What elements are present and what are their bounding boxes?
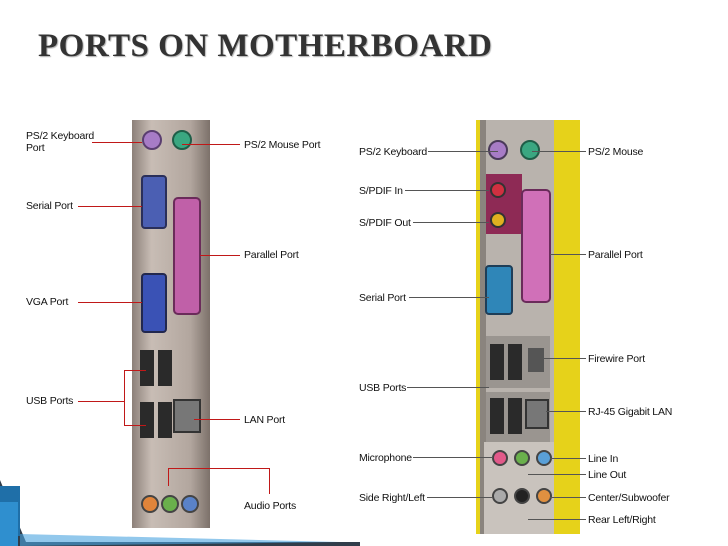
leader-audio-left	[168, 468, 169, 486]
microphone-jack-icon	[492, 450, 508, 466]
serial-port-icon	[141, 175, 167, 229]
leader-ps2-mouse	[182, 144, 240, 145]
left-motherboard-panel	[132, 120, 210, 528]
lan-port-icon	[173, 399, 201, 433]
ps2-mouse-port-icon	[172, 130, 192, 150]
usb-port-right-icon	[490, 344, 504, 380]
parallel-port-right-icon	[521, 189, 551, 303]
ps2-mouse-icon	[520, 140, 540, 160]
leader-r-spdif-in	[405, 190, 489, 191]
leader-r-line-out	[528, 474, 586, 475]
slide-title: PORTS ON MOTHERBOARD	[38, 28, 493, 64]
right-motherboard-panel	[476, 120, 580, 534]
label-r-rear-left-right: Rear Left/Right	[588, 514, 656, 526]
label-r-parallel-port: Parallel Port	[588, 249, 643, 261]
leader-ps2-keyboard	[92, 142, 142, 143]
leader-r-parallel	[550, 254, 586, 255]
label-r-center-subwoofer: Center/Subwoofer	[588, 492, 670, 504]
serial-port-right-icon	[485, 265, 513, 315]
leader-usb-top	[124, 370, 146, 371]
leader-audio-right	[269, 468, 270, 494]
leader-r-rear	[528, 519, 586, 520]
label-serial-port: Serial Port	[26, 200, 73, 212]
label-audio-ports: Audio Ports	[244, 500, 297, 512]
label-r-serial-port: Serial Port	[359, 292, 406, 304]
label-vga-port: VGA Port	[26, 296, 69, 308]
leader-r-firewire	[544, 358, 586, 359]
leader-r-ps2-keyboard	[428, 151, 498, 152]
leader-usb-bracket	[124, 370, 125, 426]
rj45-lan-port-icon	[525, 399, 549, 429]
audio-port-green-icon	[161, 495, 179, 513]
audio-port-blue-icon	[181, 495, 199, 513]
leader-vga	[78, 302, 142, 303]
label-r-spdif-out: S/PDIF Out	[359, 217, 411, 229]
label-parallel-port: Parallel Port	[244, 249, 299, 261]
audio-port-orange-icon	[141, 495, 159, 513]
footer-decoration	[0, 480, 360, 546]
label-r-line-out: Line Out	[588, 469, 627, 481]
leader-r-line-in	[550, 458, 586, 459]
vga-port-icon	[141, 273, 167, 333]
leader-usb-bottom	[124, 425, 146, 426]
label-r-side-right-left: Side Right/Left	[359, 492, 425, 504]
label-lan-port: LAN Port	[244, 414, 285, 426]
label-r-microphone: Microphone	[359, 452, 412, 464]
spdif-in-icon	[490, 182, 506, 198]
rear-left-right-jack-icon	[514, 488, 530, 504]
ps2-keyboard-port-icon	[142, 130, 162, 150]
firewire-port-icon	[528, 348, 544, 372]
leader-r-microphone	[413, 457, 493, 458]
label-r-line-in: Line In	[588, 453, 619, 465]
spdif-out-icon	[490, 212, 506, 228]
leader-r-center	[550, 497, 586, 498]
label-r-usb-ports: USB Ports	[359, 382, 407, 394]
leader-parallel	[200, 255, 240, 256]
label-ps2-keyboard-port: PS/2 Keyboard Port	[26, 130, 95, 154]
label-r-ps2-mouse: PS/2 Mouse	[588, 146, 644, 158]
leader-usb	[78, 401, 124, 402]
ps2-keyboard-icon	[488, 140, 508, 160]
leader-serial	[78, 206, 142, 207]
center-subwoofer-jack-icon	[536, 488, 552, 504]
leader-r-side	[427, 497, 493, 498]
line-in-jack-icon	[536, 450, 552, 466]
line-out-jack-icon	[514, 450, 530, 466]
label-r-ps2-keyboard: PS/2 Keyboard	[359, 146, 428, 158]
label-r-rj45-lan: RJ-45 Gigabit LAN	[588, 406, 673, 418]
leader-r-serial	[409, 297, 489, 298]
label-r-spdif-in: S/PDIF In	[359, 185, 403, 197]
leader-r-rj45	[546, 411, 586, 412]
label-usb-ports: USB Ports	[26, 395, 74, 407]
leader-lan	[194, 419, 240, 420]
usb-ports-icon	[140, 350, 172, 438]
side-right-left-jack-icon	[492, 488, 508, 504]
leader-r-usb	[407, 387, 489, 388]
label-r-firewire-port: Firewire Port	[588, 353, 645, 365]
leader-r-ps2-mouse	[532, 151, 586, 152]
leader-audio-top	[168, 468, 270, 469]
label-ps2-mouse-port: PS/2 Mouse Port	[244, 139, 321, 151]
parallel-port-icon	[173, 197, 201, 315]
leader-r-spdif-out	[413, 222, 489, 223]
